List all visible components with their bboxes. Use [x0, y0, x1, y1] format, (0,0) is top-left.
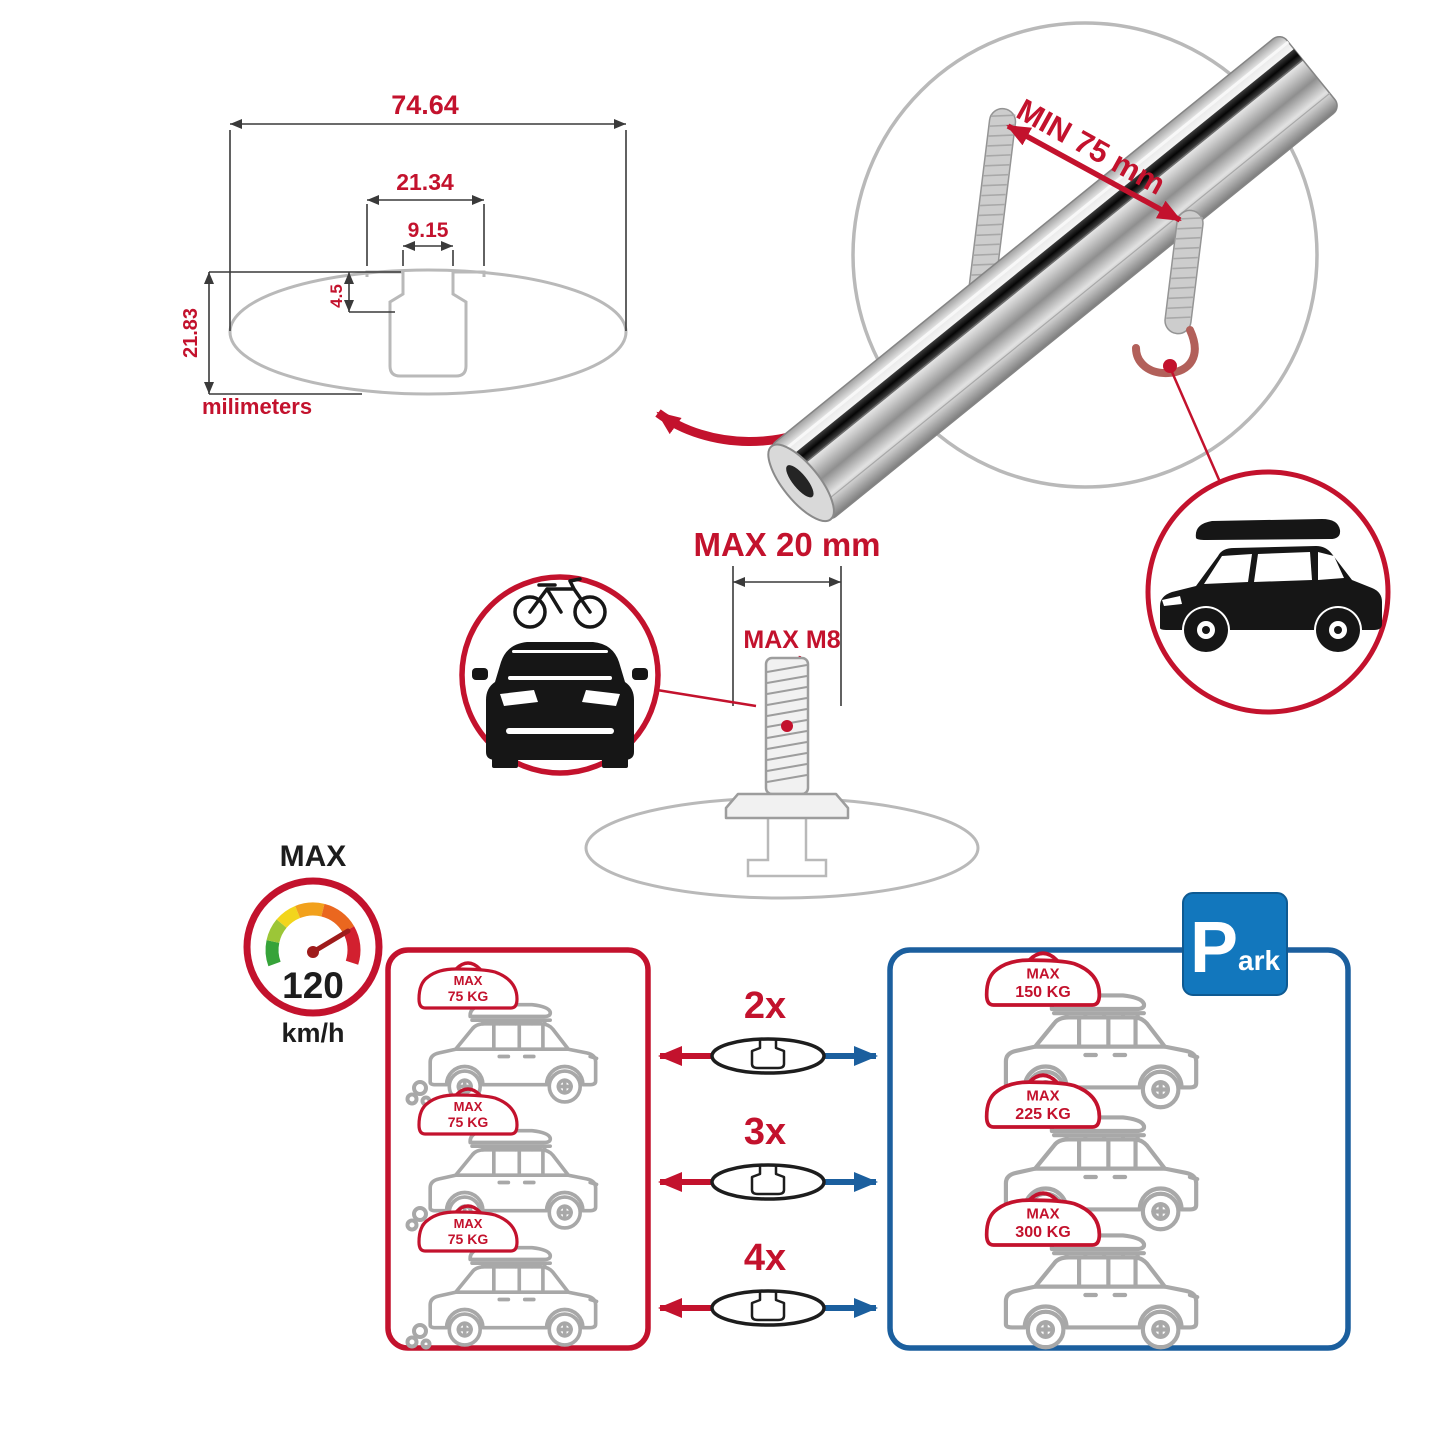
bolt-max-length-label: MAX 20 mm	[693, 526, 880, 563]
car-front-circle-frame	[459, 574, 661, 776]
svg-text:MAX: MAX	[454, 1216, 483, 1231]
bolt-max-thread-label: MAX M8	[743, 626, 840, 654]
dim-total-height-label: 21.83	[180, 308, 202, 358]
clamp-pivot-dot	[1163, 359, 1177, 373]
parked-load-panel: MAX 150 KG MAX 225 KG MAX 300 KG	[887, 947, 1351, 1351]
bar-count-label: 4x	[744, 1237, 786, 1279]
units-label: milimeters	[202, 394, 312, 419]
speed-max-label: MAX	[280, 840, 347, 873]
bar-count-rows: 2x 3x 4x	[658, 985, 878, 1327]
roof-cargo-box	[1195, 519, 1341, 540]
gauge-hub	[307, 946, 319, 958]
svg-text:75 KG: 75 KG	[448, 1114, 489, 1130]
parked-car-3	[1006, 1235, 1197, 1347]
bar-count-row-3: 4x	[658, 1237, 878, 1327]
load-badge-parked-3: MAX 300 KG	[984, 1191, 1102, 1247]
svg-text:150 KG: 150 KG	[1015, 983, 1070, 1001]
speed-unit: km/h	[281, 1018, 344, 1048]
dim-total-width-label: 74.64	[391, 90, 459, 120]
bar-count-row-1: 2x	[658, 985, 878, 1075]
zoom-circle	[851, 21, 1319, 489]
load-badge-moving-3: MAX 75 KG	[417, 1204, 519, 1253]
right-mirror	[632, 668, 648, 680]
clamp-rod-front	[1164, 209, 1204, 335]
svg-text:MAX: MAX	[454, 973, 483, 988]
speed-limit-gauge: MAX 120 km/h	[243, 840, 383, 1048]
left-headlight	[500, 690, 538, 706]
profile-t-slot-channel	[365, 270, 486, 378]
thread-pointer-dot	[781, 720, 793, 732]
svg-text:MAX: MAX	[454, 1099, 483, 1114]
svg-text:75 KG: 75 KG	[448, 1231, 489, 1247]
dim-slot-width-label: 9.15	[408, 219, 449, 242]
bumper-line	[506, 728, 614, 734]
callout-line-to-suv	[1170, 371, 1222, 483]
svg-text:MAX: MAX	[1026, 1088, 1059, 1105]
clamp-hook	[1132, 326, 1199, 378]
svg-text:75 KG: 75 KG	[448, 988, 489, 1004]
park-sign-rest: ark	[1238, 945, 1280, 976]
car-front-silhouette	[472, 642, 648, 768]
suv-roofbox-circle	[1145, 469, 1391, 715]
bar-count-label: 2x	[744, 985, 786, 1027]
bolt-flange-plate	[724, 792, 850, 820]
parked-load-frame	[887, 947, 1351, 1351]
svg-text:225 KG: 225 KG	[1015, 1105, 1070, 1123]
load-badge-moving-2: MAX 75 KG	[417, 1087, 519, 1136]
moving-car-1	[428, 1002, 599, 1104]
car-front-circle	[459, 574, 757, 776]
moving-car-3	[428, 1245, 599, 1347]
thread-hatch	[1166, 217, 1203, 319]
profile-ellipse	[228, 268, 628, 396]
crossbar-render-section: MIN 75 mm	[767, 21, 1338, 523]
park-sign: P ark	[1182, 892, 1288, 996]
profile-cross-section-diagram: 74.64 21.34 9.15 4.5 21.83 milimeters	[180, 90, 845, 446]
t-bolt-foot	[746, 818, 828, 878]
speed-value: 120	[282, 965, 344, 1006]
load-badge-parked-1: MAX 150 KG	[984, 951, 1102, 1007]
min-grip-arrow	[1006, 123, 1182, 223]
dim-slot-depth-label: 4.5	[327, 284, 346, 308]
dim-channel-width-label: 21.34	[396, 169, 454, 195]
windshield	[1204, 554, 1252, 584]
callout-line-to-bolt	[656, 688, 757, 708]
svg-text:300 KG: 300 KG	[1015, 1223, 1070, 1241]
suv-circle-frame	[1145, 469, 1391, 715]
moving-load-frame	[385, 947, 651, 1351]
moving-load-panel: MAX 75 KG MAX 75 KG MAX 75 KG	[385, 947, 651, 1351]
bar-count-label: 3x	[744, 1111, 786, 1153]
load-badge-moving-1: MAX 75 KG	[417, 961, 519, 1010]
svg-text:MAX: MAX	[1026, 966, 1059, 983]
left-mirror	[472, 668, 488, 680]
park-sign-plate	[1182, 892, 1288, 996]
svg-text:MAX: MAX	[1026, 1206, 1059, 1223]
headlight	[1162, 596, 1182, 606]
load-badge-parked-2: MAX 225 KG	[984, 1073, 1102, 1129]
park-sign-letter: P	[1190, 908, 1238, 988]
bike-icon	[513, 577, 607, 629]
gauge-circle	[243, 877, 383, 1017]
gauge-needle	[310, 928, 351, 955]
right-headlight	[582, 690, 620, 706]
bar-count-row-2: 3x	[658, 1111, 878, 1201]
bolt-thread-hatch	[766, 664, 808, 783]
bolt-diagram: MAX 20 mm MAX M8	[584, 526, 980, 900]
